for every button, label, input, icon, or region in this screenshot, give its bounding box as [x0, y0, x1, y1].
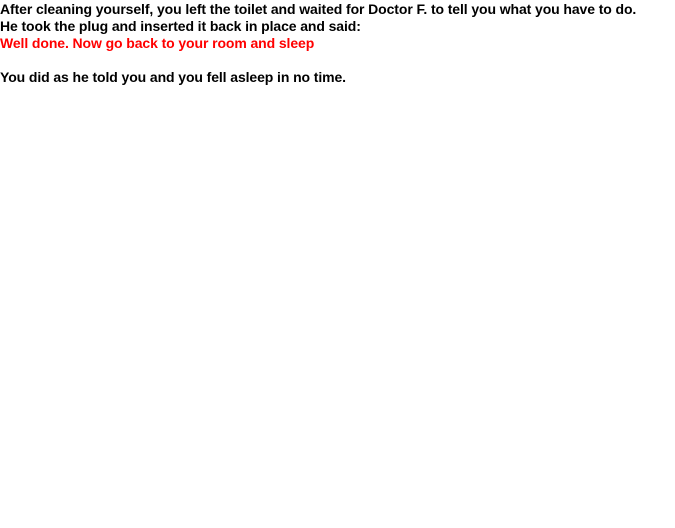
doctor-speech-line: Well done. Now go back to your room and …: [0, 35, 315, 51]
outcome-line: You did as he told you and you fell asle…: [0, 69, 346, 85]
paragraph-gap: [0, 52, 675, 69]
story-text-block: After cleaning yourself, you left the to…: [0, 1, 675, 86]
narration-line-1: After cleaning yourself, you left the to…: [0, 1, 637, 17]
narration-line-2: He took the plug and inserted it back in…: [0, 18, 361, 34]
